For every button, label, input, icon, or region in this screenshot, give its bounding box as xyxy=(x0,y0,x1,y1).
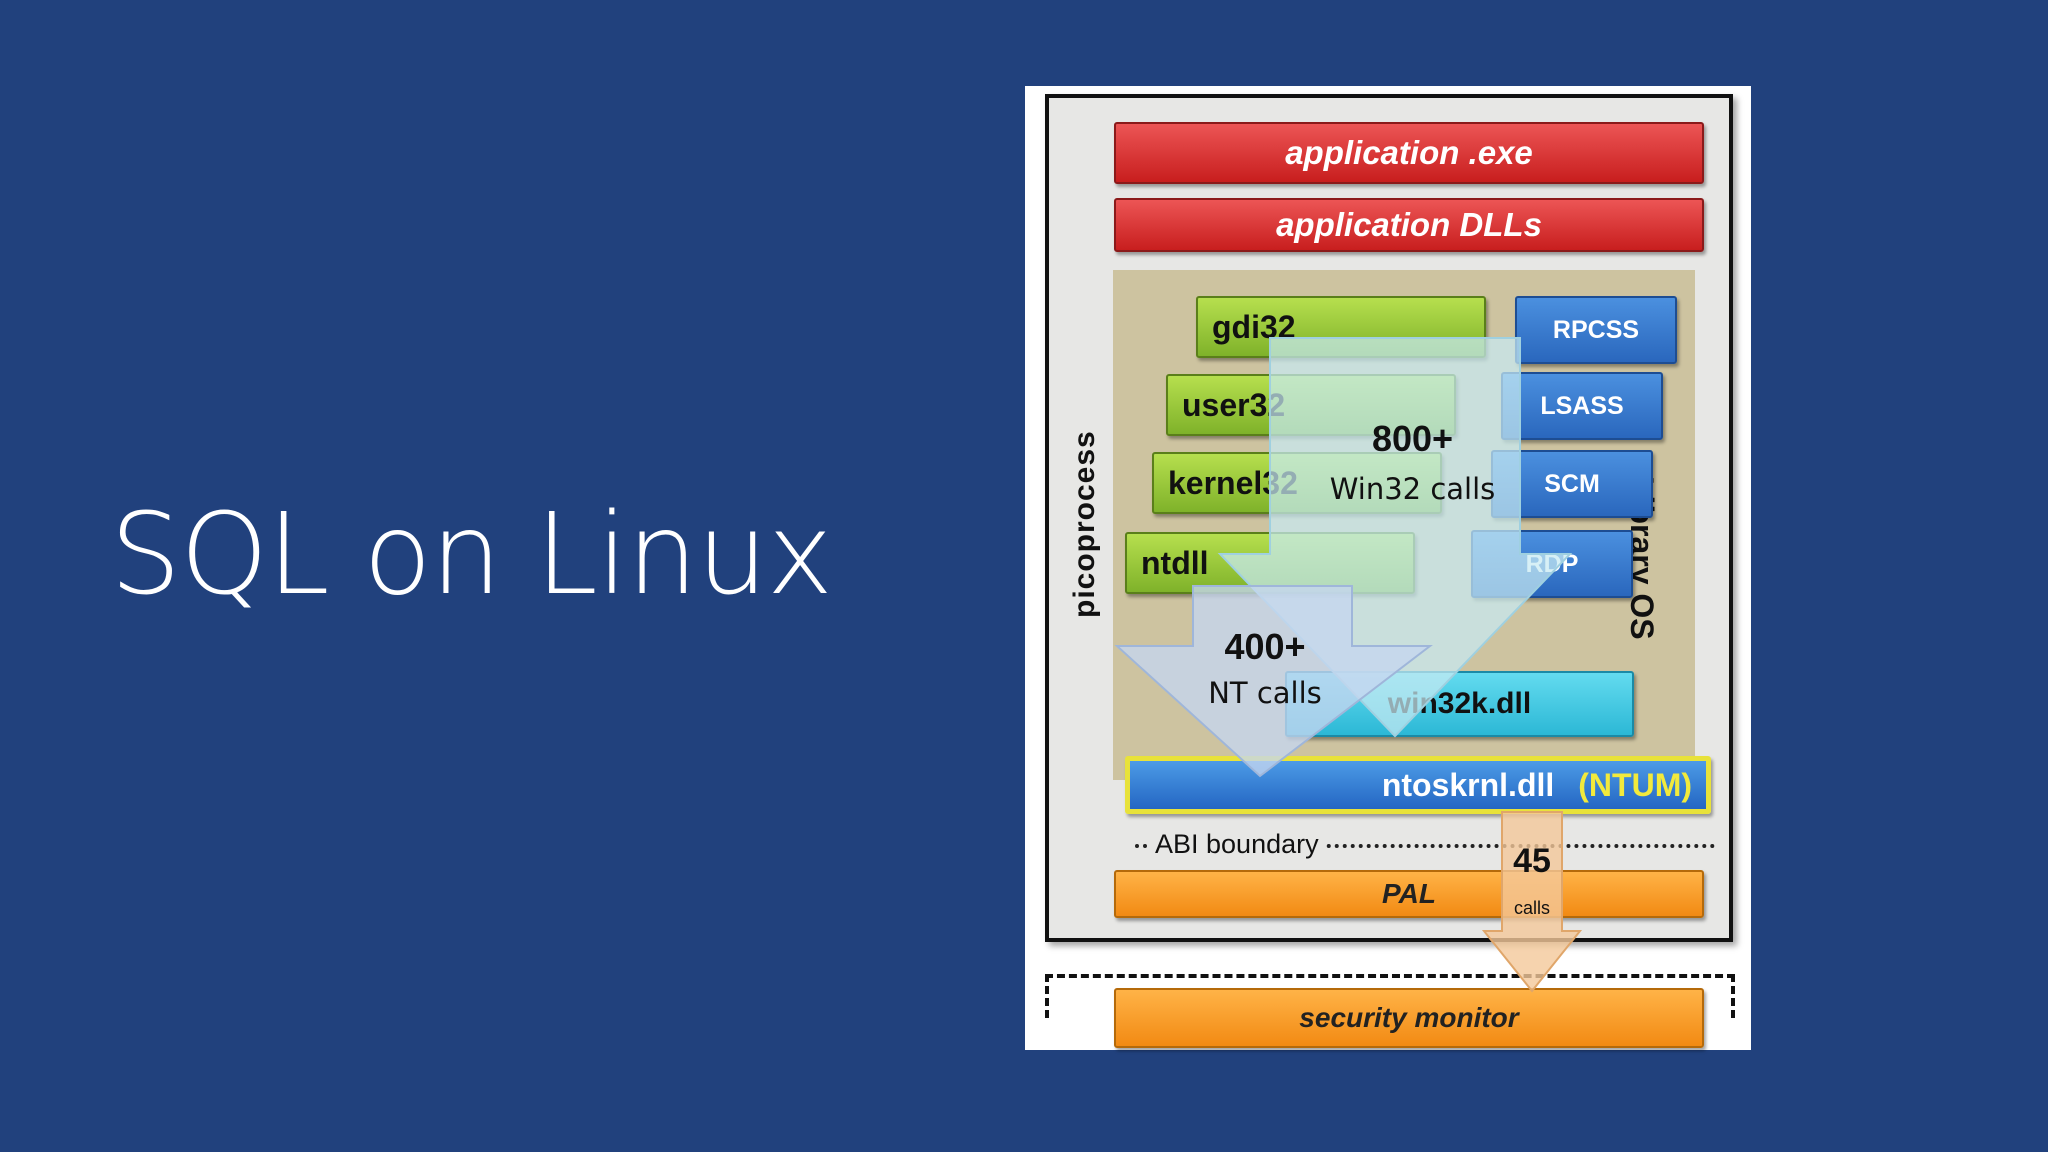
pal-calls-count: 45 xyxy=(1513,842,1551,880)
slide-title: SQL on Linux xyxy=(110,490,833,620)
abi-boundary-line xyxy=(1135,844,1715,848)
architecture-diagram: picoprocess Library OS application .exe … xyxy=(1025,86,1751,1050)
nt-calls-count: 400+ xyxy=(1224,626,1306,667)
nt-calls-label: NT calls xyxy=(1208,676,1322,710)
call-arrows xyxy=(1114,337,1583,993)
nt-calls-arrow xyxy=(1114,585,1433,778)
win32-calls-label: Win32 calls xyxy=(1329,472,1496,506)
abi-boundary-label: ABI boundary xyxy=(1149,829,1325,860)
ntum-label: (NTUM) xyxy=(1578,766,1692,803)
ntoskrnl-bar: ntoskrnl.dll (NTUM) xyxy=(1125,756,1711,814)
lsass-bar: LSASS xyxy=(1501,372,1663,440)
security-monitor-bar: security monitor xyxy=(1114,988,1704,1048)
rpcss-bar: RPCSS xyxy=(1515,296,1677,364)
win32-calls-count: 800+ xyxy=(1371,418,1454,459)
pal-bar: PAL xyxy=(1114,870,1704,918)
application-exe-bar: application .exe xyxy=(1114,122,1704,184)
pal-calls-arrow xyxy=(1481,811,1583,993)
application-dlls-bar: application DLLs xyxy=(1114,198,1704,252)
ntoskrnl-label: ntoskrnl.dll xyxy=(1381,766,1555,803)
pal-calls-label: calls xyxy=(1513,898,1550,918)
security-monitor-boundary xyxy=(1045,974,1735,1018)
